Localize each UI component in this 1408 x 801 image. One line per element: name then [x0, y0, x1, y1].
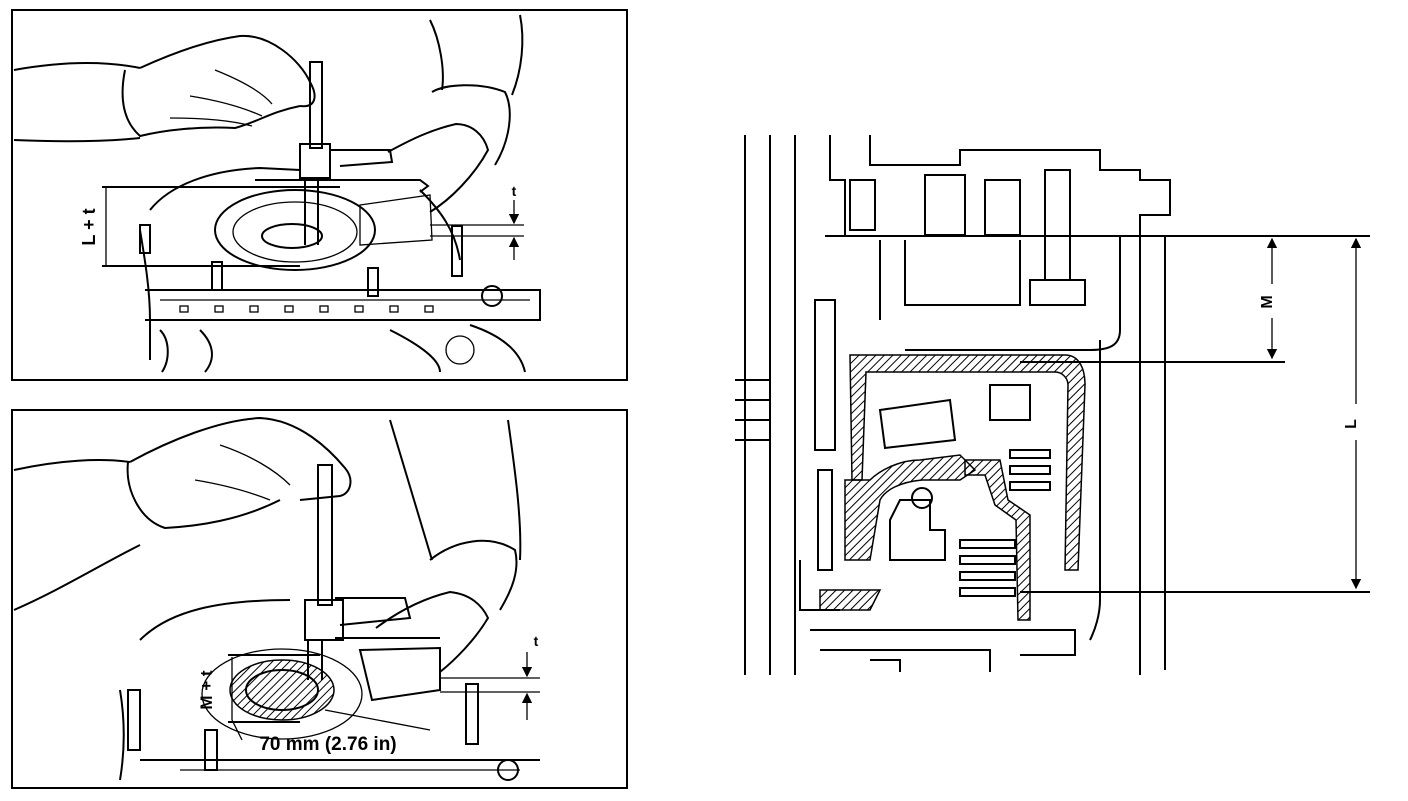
dimension-label-m-plus-t: M + t — [197, 670, 216, 710]
clutch-drum — [819, 354, 1086, 621]
transmission-case-top — [139, 166, 541, 373]
left-hand-drawing-bottom — [13, 416, 352, 611]
thickness-indicator-bottom — [440, 652, 540, 720]
right-housing — [1020, 236, 1370, 675]
thickness-label-top: t — [512, 183, 517, 199]
cross-section-view: M L — [735, 135, 1370, 675]
transmission-case-bottom — [119, 599, 540, 781]
bottom-illustration-panel: M + t 70 mm (2.76 in) t — [11, 409, 628, 789]
span-label-70mm: 70 mm (2.76 in) — [259, 734, 396, 755]
thickness-indicator-top — [430, 200, 524, 260]
top-illustration-panel: L + t t — [11, 9, 628, 381]
shaft-lines — [735, 135, 796, 675]
dimension-l-plus-t — [102, 186, 340, 267]
dimension-label-l: L — [1343, 419, 1360, 429]
dimension-label-l-plus-t: L + t — [79, 208, 99, 245]
right-hand-drawing — [359, 14, 524, 246]
thickness-label-bottom: t — [534, 633, 539, 649]
left-hand-drawing — [13, 34, 316, 143]
right-hand-drawing-bottom — [375, 419, 522, 673]
dimension-label-m: M — [1259, 295, 1276, 308]
depth-gauge-top — [255, 61, 430, 245]
upper-housing — [825, 135, 1370, 351]
top-panel-frame — [11, 9, 628, 381]
inner-components — [799, 299, 1076, 672]
bottom-panel-frame — [11, 409, 628, 789]
dimension-m-plus-t — [228, 654, 320, 723]
span-dimension — [231, 709, 431, 741]
clutch-plates — [959, 384, 1051, 597]
